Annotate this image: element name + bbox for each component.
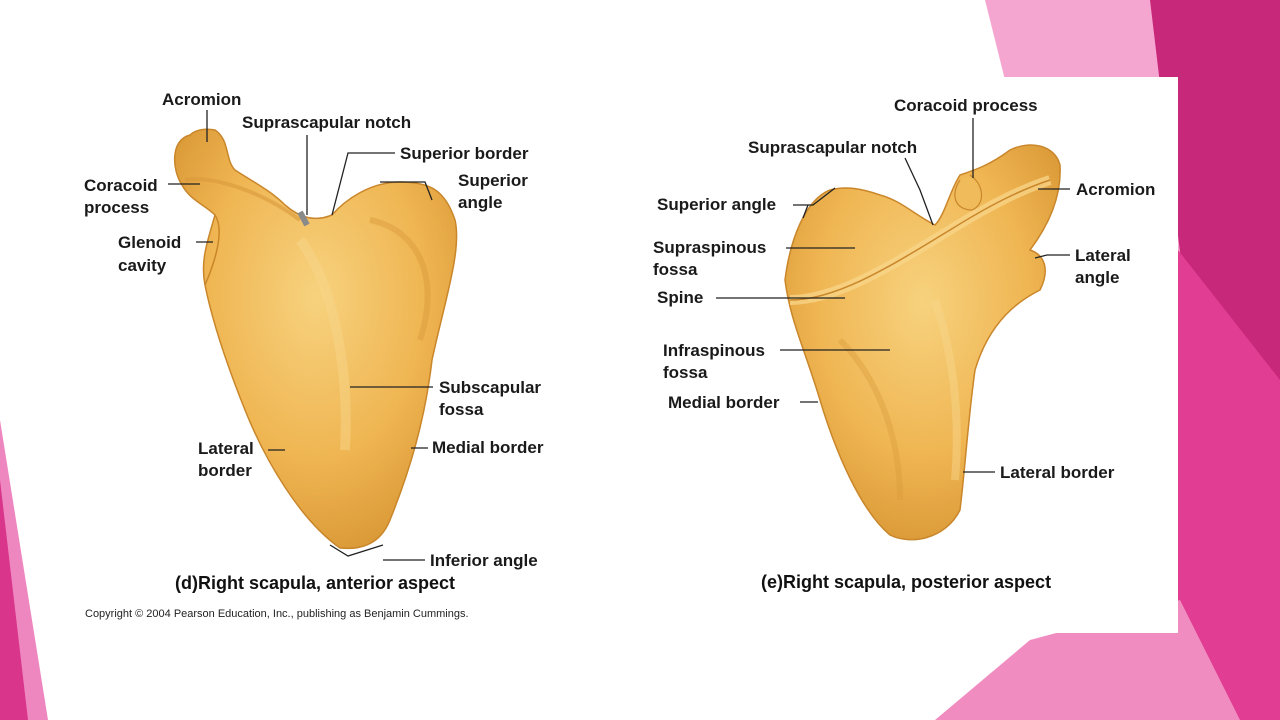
label-lateral-angle-line2: angle	[1075, 268, 1120, 287]
label-inferior-angle: Inferior angle	[430, 551, 538, 570]
label-superior-angle-anterior-line2: angle	[458, 193, 503, 212]
label-superior-angle-anterior-line1: Superior	[458, 171, 528, 190]
label-spine: Spine	[657, 288, 704, 307]
label-glenoid-line2: cavity	[118, 256, 167, 275]
label-supraspinous-line2: fossa	[653, 260, 698, 279]
label-subscapular-line1: Subscapular	[439, 378, 542, 397]
label-lateral-angle-line1: Lateral	[1075, 246, 1131, 265]
label-coracoid-process-posterior: Coracoid process	[894, 96, 1038, 115]
label-suprascapular-notch-posterior: Suprascapular notch	[748, 138, 918, 157]
label-lateral-border-anterior-line1: Lateral	[198, 439, 254, 458]
label-acromion-posterior: Acromion	[1076, 180, 1156, 199]
pink-shape-mid-right	[1150, 250, 1280, 720]
anterior-scapula-drawing	[173, 128, 458, 550]
caption-anterior: (d)Right scapula, anterior aspect	[175, 573, 456, 593]
label-subscapular-line2: fossa	[439, 400, 484, 419]
label-superior-angle-posterior: Superior angle	[657, 195, 777, 214]
label-coracoid-anterior-line2: process	[84, 198, 150, 217]
label-coracoid-anterior-line1: Coracoid	[84, 176, 158, 195]
label-infraspinous-line1: Infraspinous	[663, 341, 766, 360]
label-superior-border-anterior: Superior border	[400, 144, 529, 163]
label-glenoid-line1: Glenoid	[118, 233, 182, 252]
posterior-scapula-drawing	[784, 144, 1061, 541]
label-supraspinous-line1: Supraspinous	[653, 238, 767, 257]
copyright-notice: Copyright © 2004 Pearson Education, Inc.…	[85, 608, 469, 620]
label-infraspinous-line2: fossa	[663, 363, 708, 382]
label-acromion-anterior: Acromion	[162, 90, 242, 109]
label-lateral-border-posterior: Lateral border	[1000, 463, 1115, 482]
caption-posterior: (e)Right scapula, posterior aspect	[761, 572, 1052, 592]
anterior-leader-lines	[168, 110, 433, 561]
pink-shape-left-strip	[0, 480, 28, 720]
label-suprascapular-notch-anterior: Suprascapular notch	[242, 113, 412, 132]
label-medial-border-posterior: Medial border	[668, 393, 780, 412]
label-medial-border-anterior: Medial border	[432, 438, 544, 457]
posterior-leader-lines	[716, 118, 1070, 473]
label-lateral-border-anterior-line2: border	[198, 461, 252, 480]
